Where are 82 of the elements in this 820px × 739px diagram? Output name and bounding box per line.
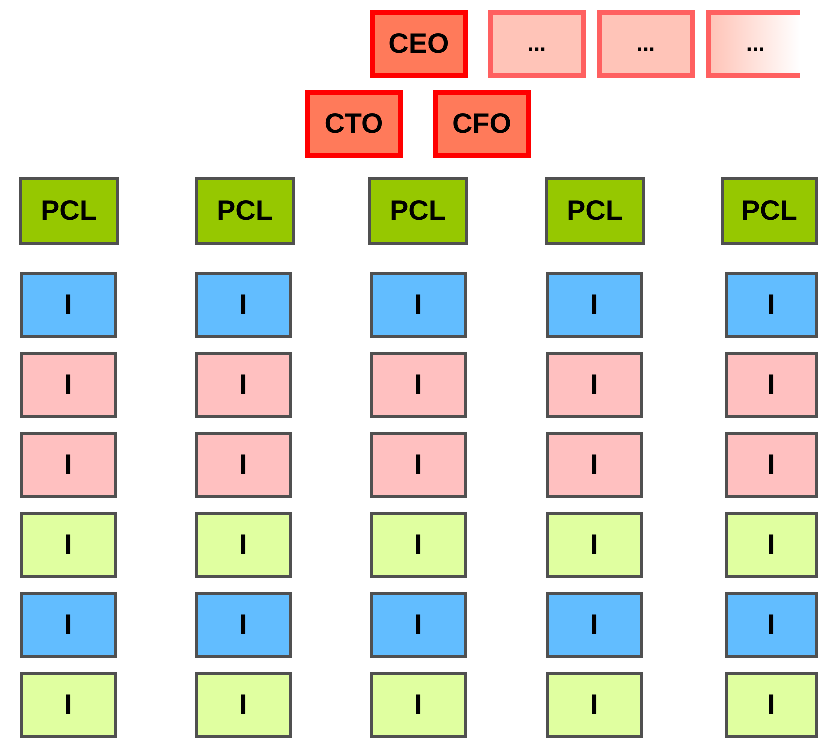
member-box xyxy=(370,432,467,498)
box-label: I xyxy=(240,611,248,639)
box-label: CTO xyxy=(324,110,384,138)
box-label: I xyxy=(768,691,776,719)
member-box xyxy=(546,592,643,658)
box-label: PCL xyxy=(41,197,97,225)
box-label: CEO xyxy=(388,30,450,58)
box-label: I xyxy=(590,531,598,559)
member-box xyxy=(195,672,292,738)
executive-box xyxy=(433,90,531,158)
box-label: CFO xyxy=(452,110,512,138)
member-box xyxy=(20,512,117,578)
box-label: I xyxy=(414,611,422,639)
box-label: I xyxy=(590,371,598,399)
member-box xyxy=(370,592,467,658)
box-label: I xyxy=(240,531,248,559)
member-box xyxy=(370,352,467,418)
box-label: I xyxy=(768,611,776,639)
box-label: I xyxy=(240,371,248,399)
box-label: I xyxy=(768,291,776,319)
member-box xyxy=(20,352,117,418)
box-label: I xyxy=(768,451,776,479)
member-box xyxy=(725,352,818,418)
box-label: I xyxy=(240,451,248,479)
box-label: I xyxy=(414,691,422,719)
member-box xyxy=(546,352,643,418)
member-box xyxy=(546,672,643,738)
member-box xyxy=(20,272,117,338)
box-label: I xyxy=(590,451,598,479)
lead-box xyxy=(545,177,645,245)
member-box xyxy=(20,592,117,658)
box-label: ... xyxy=(528,33,546,55)
box-label: ... xyxy=(746,33,765,55)
executive-box xyxy=(305,90,403,158)
box-label: I xyxy=(414,451,422,479)
member-box xyxy=(725,272,818,338)
box-label: I xyxy=(768,371,776,399)
member-box xyxy=(546,512,643,578)
box-label: I xyxy=(590,611,598,639)
member-box xyxy=(195,272,292,338)
box-label: I xyxy=(768,531,776,559)
placeholder-box xyxy=(488,10,586,78)
member-box xyxy=(20,432,117,498)
lead-box xyxy=(195,177,295,245)
member-box xyxy=(546,432,643,498)
member-box xyxy=(370,272,467,338)
box-label: I xyxy=(240,291,248,319)
box-label: I xyxy=(414,531,422,559)
member-box xyxy=(195,512,292,578)
placeholder-box xyxy=(706,10,800,78)
box-label: I xyxy=(64,371,72,399)
member-box xyxy=(725,512,818,578)
lead-box xyxy=(368,177,468,245)
lead-box xyxy=(721,177,818,245)
member-box xyxy=(195,352,292,418)
executive-box xyxy=(370,10,468,78)
member-box xyxy=(195,432,292,498)
member-box xyxy=(725,432,818,498)
box-label: I xyxy=(64,451,72,479)
box-label: PCL xyxy=(217,197,273,225)
member-box xyxy=(546,272,643,338)
lead-box xyxy=(19,177,119,245)
box-label: I xyxy=(240,691,248,719)
box-label: PCL xyxy=(390,197,446,225)
box-label: I xyxy=(590,291,598,319)
box-label: I xyxy=(414,371,422,399)
box-label: I xyxy=(64,291,72,319)
member-box xyxy=(725,592,818,658)
box-label: I xyxy=(414,291,422,319)
member-box xyxy=(370,512,467,578)
box-label: PCL xyxy=(567,197,623,225)
box-label: I xyxy=(64,691,72,719)
box-label: PCL xyxy=(742,197,798,225)
member-box xyxy=(370,672,467,738)
box-label: ... xyxy=(636,33,656,55)
box-label: I xyxy=(64,531,72,559)
box-label: I xyxy=(64,611,72,639)
member-box xyxy=(725,672,818,738)
placeholder-box xyxy=(597,10,695,78)
member-box xyxy=(20,672,117,738)
member-box xyxy=(195,592,292,658)
box-label: I xyxy=(590,691,598,719)
